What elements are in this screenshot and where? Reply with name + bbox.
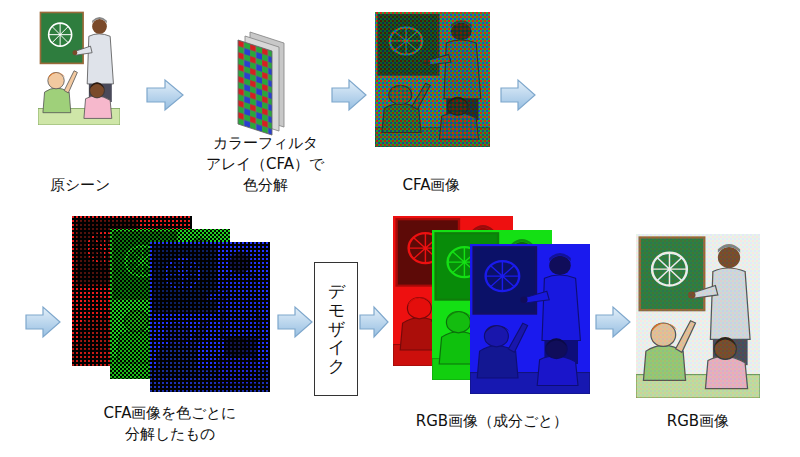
stage-caption: 原シーン (30, 175, 130, 196)
flow-arrow (596, 307, 630, 337)
block-arrow (278, 307, 312, 337)
block-arrow (332, 80, 366, 110)
stage-node: CFA画像を色ごとに 分解したもの (64, 210, 276, 445)
process-label: デモザイク (328, 282, 345, 375)
stage-caption: カラーフィルタ アレイ（CFA）で 色分解 (200, 133, 330, 196)
block-arrow (26, 307, 60, 337)
stage-caption: CFA画像 (368, 175, 495, 196)
stage-node: 原シーン (30, 8, 130, 196)
flow-arrow (360, 307, 388, 337)
rgb-blue-plane (470, 244, 590, 394)
stage-caption: RGB画像 (632, 411, 764, 432)
stage-caption: RGB画像（成分ごと） (390, 411, 594, 432)
stage-node: RGB画像（成分ごと） (390, 210, 594, 432)
color-filter-array (238, 32, 284, 135)
process-box: デモザイク (314, 262, 358, 396)
stage-node: カラーフィルタ アレイ（CFA）で 色分解 (200, 28, 330, 196)
block-arrow (360, 307, 388, 337)
rgb-result-image (636, 234, 760, 398)
stage-node: RGB画像 (632, 230, 764, 432)
cfa-image (375, 12, 490, 147)
flow-arrow (147, 80, 183, 110)
flow-arrow (332, 80, 366, 110)
flow-arrow (278, 307, 312, 337)
block-arrow (501, 80, 535, 110)
original-scene (38, 10, 120, 125)
block-arrow (147, 80, 183, 110)
stage-node: CFA画像 (368, 8, 495, 196)
cfa-blue-plane (150, 242, 270, 392)
flow-arrow (26, 80, 535, 337)
block-arrow (596, 307, 630, 337)
stage-caption: CFA画像を色ごとに 分解したもの (64, 403, 276, 445)
